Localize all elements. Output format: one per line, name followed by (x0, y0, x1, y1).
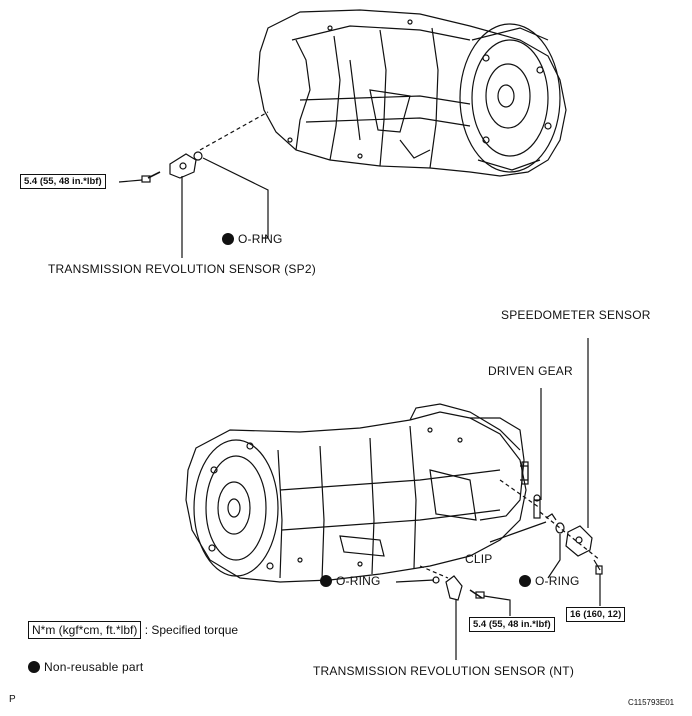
nt-sensor-label: TRANSMISSION REVOLUTION SENSOR (NT) (313, 664, 575, 678)
speedometer-sensor-label: SPEEDOMETER SENSOR (501, 308, 651, 322)
nt-sensor-part (432, 575, 485, 601)
right-o-ring-part (555, 522, 565, 534)
o-ring-left-label: O-RING (320, 574, 381, 588)
clip-part (545, 513, 557, 521)
non-reusable-dot-icon (519, 575, 531, 587)
non-reusable-dot-icon (320, 575, 332, 587)
speedometer-torque-box: 16 (160, 12) (566, 607, 626, 622)
driven-gear-part (533, 494, 541, 519)
sp2-sensor-label: TRANSMISSION REVOLUTION SENSOR (SP2) (48, 262, 316, 276)
top-transmission-illustration (257, 9, 567, 177)
figure-id: C115793E01 (628, 698, 675, 707)
driven-gear-label: DRIVEN GEAR (488, 364, 573, 378)
o-ring-right-label: O-RING (519, 574, 580, 588)
speedometer-sensor-part (565, 525, 593, 557)
o-ring-top-label: O-RING (222, 232, 283, 246)
legend-torque: N*m (kgf*cm, ft.*lbf) : Specified torque (28, 621, 239, 639)
nt-torque-box: 5.4 (55, 48 in.*lbf) (469, 617, 555, 632)
non-reusable-dot-icon (222, 233, 234, 245)
legend-torque-box: N*m (kgf*cm, ft.*lbf) (28, 621, 142, 639)
legend-torque-desc: : Specified torque (144, 623, 239, 637)
sp2-sensor-part (141, 151, 203, 183)
sp2-torque-box: 5.4 (55, 48 in.*lbf) (20, 174, 106, 189)
footer-left-mark: P (9, 694, 16, 705)
clip-label: CLIP (465, 552, 493, 566)
legend-non-reusable: Non-reusable part (28, 660, 143, 674)
bottom-transmission-illustration (185, 403, 529, 583)
non-reusable-dot-icon (28, 661, 40, 673)
